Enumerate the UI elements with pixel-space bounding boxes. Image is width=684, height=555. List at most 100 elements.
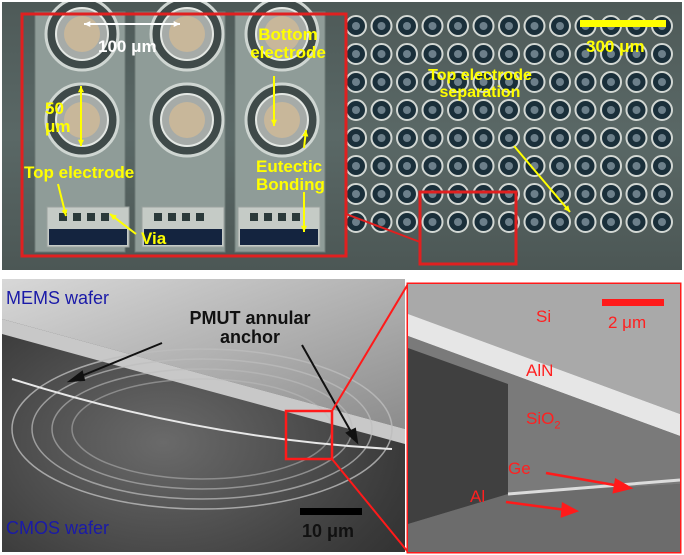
array-element-center <box>454 106 462 114</box>
ge-label: Ge <box>508 459 531 478</box>
array-element-center <box>607 218 615 226</box>
via-square <box>264 213 272 221</box>
connector-line-bottom <box>331 458 409 553</box>
sem-zoom-drawing <box>408 284 680 552</box>
array-element-center <box>352 218 360 226</box>
via-square <box>101 213 109 221</box>
via-label: Via <box>141 229 167 248</box>
array-element-center <box>454 50 462 58</box>
array-element-center <box>479 78 488 86</box>
array-element-center <box>479 134 488 142</box>
array-element-center <box>479 218 488 226</box>
sem-cross-section-drawing <box>2 279 405 515</box>
via-square <box>250 213 258 221</box>
scale-bar-300um <box>580 20 666 27</box>
array-element-center <box>403 134 411 142</box>
array-element-center <box>428 134 437 142</box>
pmut-element-center <box>264 16 300 52</box>
array-element-center <box>632 50 641 58</box>
sem-zoom-panel: Si AlN SiO2 Ge Al 2 μm <box>408 284 680 552</box>
top-micrograph-panel: 100 μm Bottom electrode 50 μm Top electr… <box>2 2 682 270</box>
dim-50-arrow-down-head <box>77 139 85 146</box>
array-element-center <box>403 218 411 226</box>
array-element-center <box>530 78 539 86</box>
array-element-center <box>479 50 488 58</box>
array-element-center <box>428 106 437 114</box>
array-element-center <box>454 162 462 170</box>
scale-bar-10um <box>300 508 362 515</box>
pmut-element-center <box>169 102 205 138</box>
via-square <box>292 213 300 221</box>
sem-cross-section-panel: MEMS wafer PMUT annular anchor CMOS wafe… <box>2 279 405 552</box>
array-element-center <box>505 162 513 170</box>
array-element-center <box>607 50 615 58</box>
array-element-center <box>454 78 462 86</box>
via-square <box>196 213 204 221</box>
array-element-center <box>658 50 666 58</box>
via-square <box>182 213 190 221</box>
via-square <box>168 213 176 221</box>
via-square <box>73 213 81 221</box>
al-floor <box>408 484 680 552</box>
array-element-center <box>556 50 564 58</box>
mems-wafer-edge <box>2 319 405 444</box>
array-element-center <box>377 162 386 170</box>
array-element-center <box>428 22 437 30</box>
array-element-center <box>556 106 564 114</box>
cavity-sidewall <box>408 348 508 524</box>
array-element-center <box>505 22 513 30</box>
magnify-connector <box>345 213 421 243</box>
anchor-callout-arrows <box>66 342 359 445</box>
array-element-center <box>556 22 564 30</box>
dim-100-arrow-left-head <box>84 20 91 28</box>
annular-rings <box>11 348 393 510</box>
dim-50-arrow-up-head <box>77 86 85 93</box>
aln-layer <box>408 314 680 436</box>
array-element-center <box>505 134 513 142</box>
mems-wafer-top-surface <box>2 279 405 429</box>
array-element-center <box>454 134 462 142</box>
array-element-center <box>556 218 564 226</box>
array-element-center <box>632 190 641 198</box>
array-element-center <box>505 50 513 58</box>
array-element-center <box>556 134 564 142</box>
mems-wafer-label: MEMS wafer <box>6 288 110 308</box>
array-element-center <box>607 190 615 198</box>
array-element-center <box>581 50 590 58</box>
via-square <box>154 213 162 221</box>
top-electrode-separation-label: Top electrode separation <box>428 67 532 101</box>
array-element-center <box>377 78 386 86</box>
membrane-edge <box>11 378 393 450</box>
pmut-annular-anchor-label: PMUT annular anchor <box>189 308 311 347</box>
array-element-center <box>581 162 590 170</box>
array-element-center <box>658 190 666 198</box>
array-element-center <box>658 162 666 170</box>
eutectic-bond-strip <box>144 229 222 245</box>
array-element-center <box>505 218 513 226</box>
array-element-center <box>607 78 615 86</box>
array-element-center <box>530 106 539 114</box>
array-element-center <box>352 162 360 170</box>
array-element-center <box>658 78 666 86</box>
sio2-label: SiO2 <box>526 409 561 432</box>
array-element-center <box>479 22 488 30</box>
scale-bar-10um-label: 10 μm <box>302 521 355 541</box>
array-element-center <box>632 78 641 86</box>
scale-bar-2um-label: 2 μm <box>608 313 647 332</box>
array-element-center <box>403 78 411 86</box>
array-element-center <box>377 190 386 198</box>
array-element-center <box>352 22 360 30</box>
array-element-center <box>658 134 666 142</box>
array-element-center <box>530 218 539 226</box>
aln-label: AlN <box>526 361 554 380</box>
bottom-electrode-label: Bottom electrode <box>250 25 326 62</box>
eutectic-bond-strip <box>49 229 127 245</box>
array-element-center <box>428 162 437 170</box>
via-square <box>87 213 95 221</box>
magnified-region-box <box>20 12 348 258</box>
array-element-center <box>505 78 513 86</box>
array-element-center <box>581 106 590 114</box>
dim-100-arrow-right-head <box>173 20 180 28</box>
top-electrode-arrow-head <box>61 209 68 216</box>
array-element-center <box>377 218 386 226</box>
